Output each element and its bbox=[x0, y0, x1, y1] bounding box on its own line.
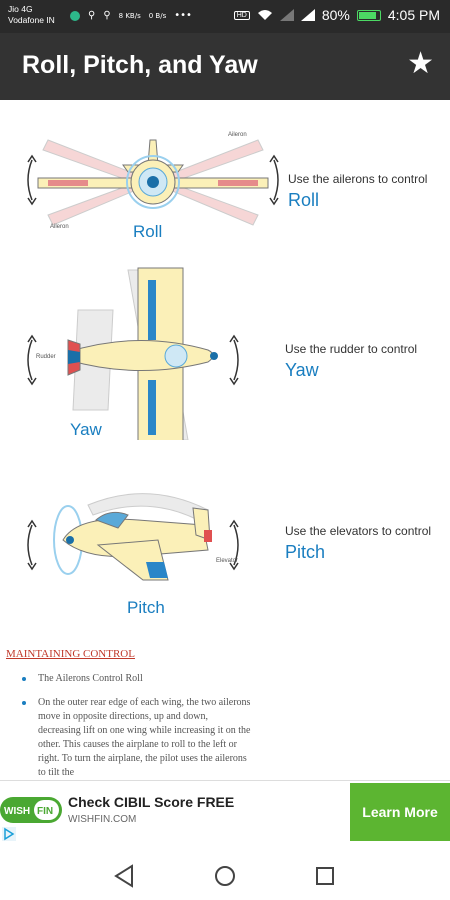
svg-text:FIN: FIN bbox=[37, 806, 53, 817]
bullet-item: The Ailerons Control Roll bbox=[22, 672, 252, 686]
yaw-plane-label: Yaw bbox=[70, 420, 102, 439]
roll-caption-text: Use the ailerons to control bbox=[288, 172, 428, 186]
signal-weak-icon bbox=[279, 9, 294, 21]
status-right: HD 80% 4:05 PM bbox=[233, 7, 440, 23]
svg-text:WISH: WISH bbox=[4, 806, 30, 817]
elevator-label: Elevator bbox=[216, 558, 238, 564]
battery-percent: 80% bbox=[321, 7, 350, 23]
system-nav-bar bbox=[0, 852, 450, 900]
roll-axis: Roll bbox=[288, 190, 320, 210]
roll-plane-illustration: Aileron Aileron bbox=[27, 132, 279, 230]
notification-icons: ⚲ ⚲ 8 KB/s 0 B/s ••• bbox=[70, 10, 192, 21]
status-bar: Jio 4G Vodafone IN ⚲ ⚲ 8 KB/s 0 B/s ••• … bbox=[0, 0, 450, 33]
roll-diagram: Aileron Aileron Roll Use the ailerons to… bbox=[0, 120, 450, 250]
aileron-label-bottom: Aileron bbox=[50, 224, 69, 230]
pitch-diagram: Elevator Pitch Use the elevators to cont… bbox=[0, 480, 450, 630]
ad-banner[interactable]: WISH FIN Check CIBIL Score FREE WISHFIN.… bbox=[0, 780, 450, 843]
rudder-label: Rudder bbox=[36, 354, 56, 360]
yaw-axis: Yaw bbox=[285, 360, 319, 380]
page-title: Roll, Pitch, and Yaw bbox=[22, 51, 258, 79]
star-icon[interactable]: ★ bbox=[407, 46, 434, 81]
speed-2: 0 B/s bbox=[148, 11, 167, 20]
yaw-plane-illustration: Rudder bbox=[27, 267, 239, 440]
carrier-2: Vodafone IN bbox=[8, 15, 55, 25]
section-heading: MAINTAINING CONTROL bbox=[6, 648, 135, 660]
roll-caption: Use the ailerons to control Roll bbox=[288, 172, 427, 211]
signal-icon bbox=[300, 9, 315, 21]
clock: 4:05 PM bbox=[387, 7, 440, 23]
speed-1: 8 KB/s bbox=[118, 11, 141, 20]
battery-icon bbox=[356, 9, 381, 21]
ad-title[interactable]: Check CIBIL Score FREE bbox=[68, 794, 235, 810]
learn-more-button[interactable]: Learn More bbox=[350, 783, 450, 841]
usb-icon: ⚲ bbox=[88, 10, 96, 21]
hd-icon: HD bbox=[233, 10, 250, 20]
carrier-1: Jio 4G bbox=[8, 4, 33, 14]
yaw-caption-text: Use the rudder to control bbox=[285, 342, 418, 356]
article-bullets: The Ailerons Control Roll On the outer r… bbox=[22, 672, 252, 780]
ad-url[interactable]: WISHFIN.COM bbox=[68, 814, 137, 825]
pitch-axis: Pitch bbox=[285, 542, 326, 562]
usb-icon-2: ⚲ bbox=[103, 10, 111, 21]
triangle-back-icon[interactable] bbox=[110, 862, 140, 890]
roll-plane-label: Roll bbox=[133, 222, 163, 241]
wifi-icon bbox=[257, 10, 272, 20]
aileron-label-top: Aileron bbox=[228, 132, 247, 138]
yaw-diagram: Rudder Yaw Use the rudder to control Yaw bbox=[0, 260, 450, 450]
article-content[interactable]: Aileron Aileron Roll Use the ailerons to… bbox=[0, 100, 450, 780]
pitch-plane-illustration: Elevator bbox=[27, 493, 239, 581]
wishfin-logo[interactable]: WISH FIN bbox=[0, 797, 62, 823]
app-notification-icon bbox=[70, 10, 80, 21]
yaw-caption: Use the rudder to control Yaw bbox=[285, 342, 417, 381]
more-icon: ••• bbox=[174, 10, 192, 21]
pitch-caption-text: Use the elevators to control bbox=[285, 524, 432, 538]
app-bar: Roll, Pitch, and Yaw ★ bbox=[0, 33, 450, 100]
pitch-plane-label: Pitch bbox=[127, 598, 165, 617]
circle-home-icon[interactable] bbox=[210, 862, 240, 890]
carrier-info: Jio 4G Vodafone IN bbox=[8, 4, 55, 26]
bullet-item: On the outer rear edge of each wing, the… bbox=[22, 696, 252, 780]
square-recents-icon[interactable] bbox=[310, 862, 340, 890]
ad-choices-icon[interactable] bbox=[2, 827, 16, 841]
pitch-caption: Use the elevators to control Pitch bbox=[285, 524, 431, 563]
